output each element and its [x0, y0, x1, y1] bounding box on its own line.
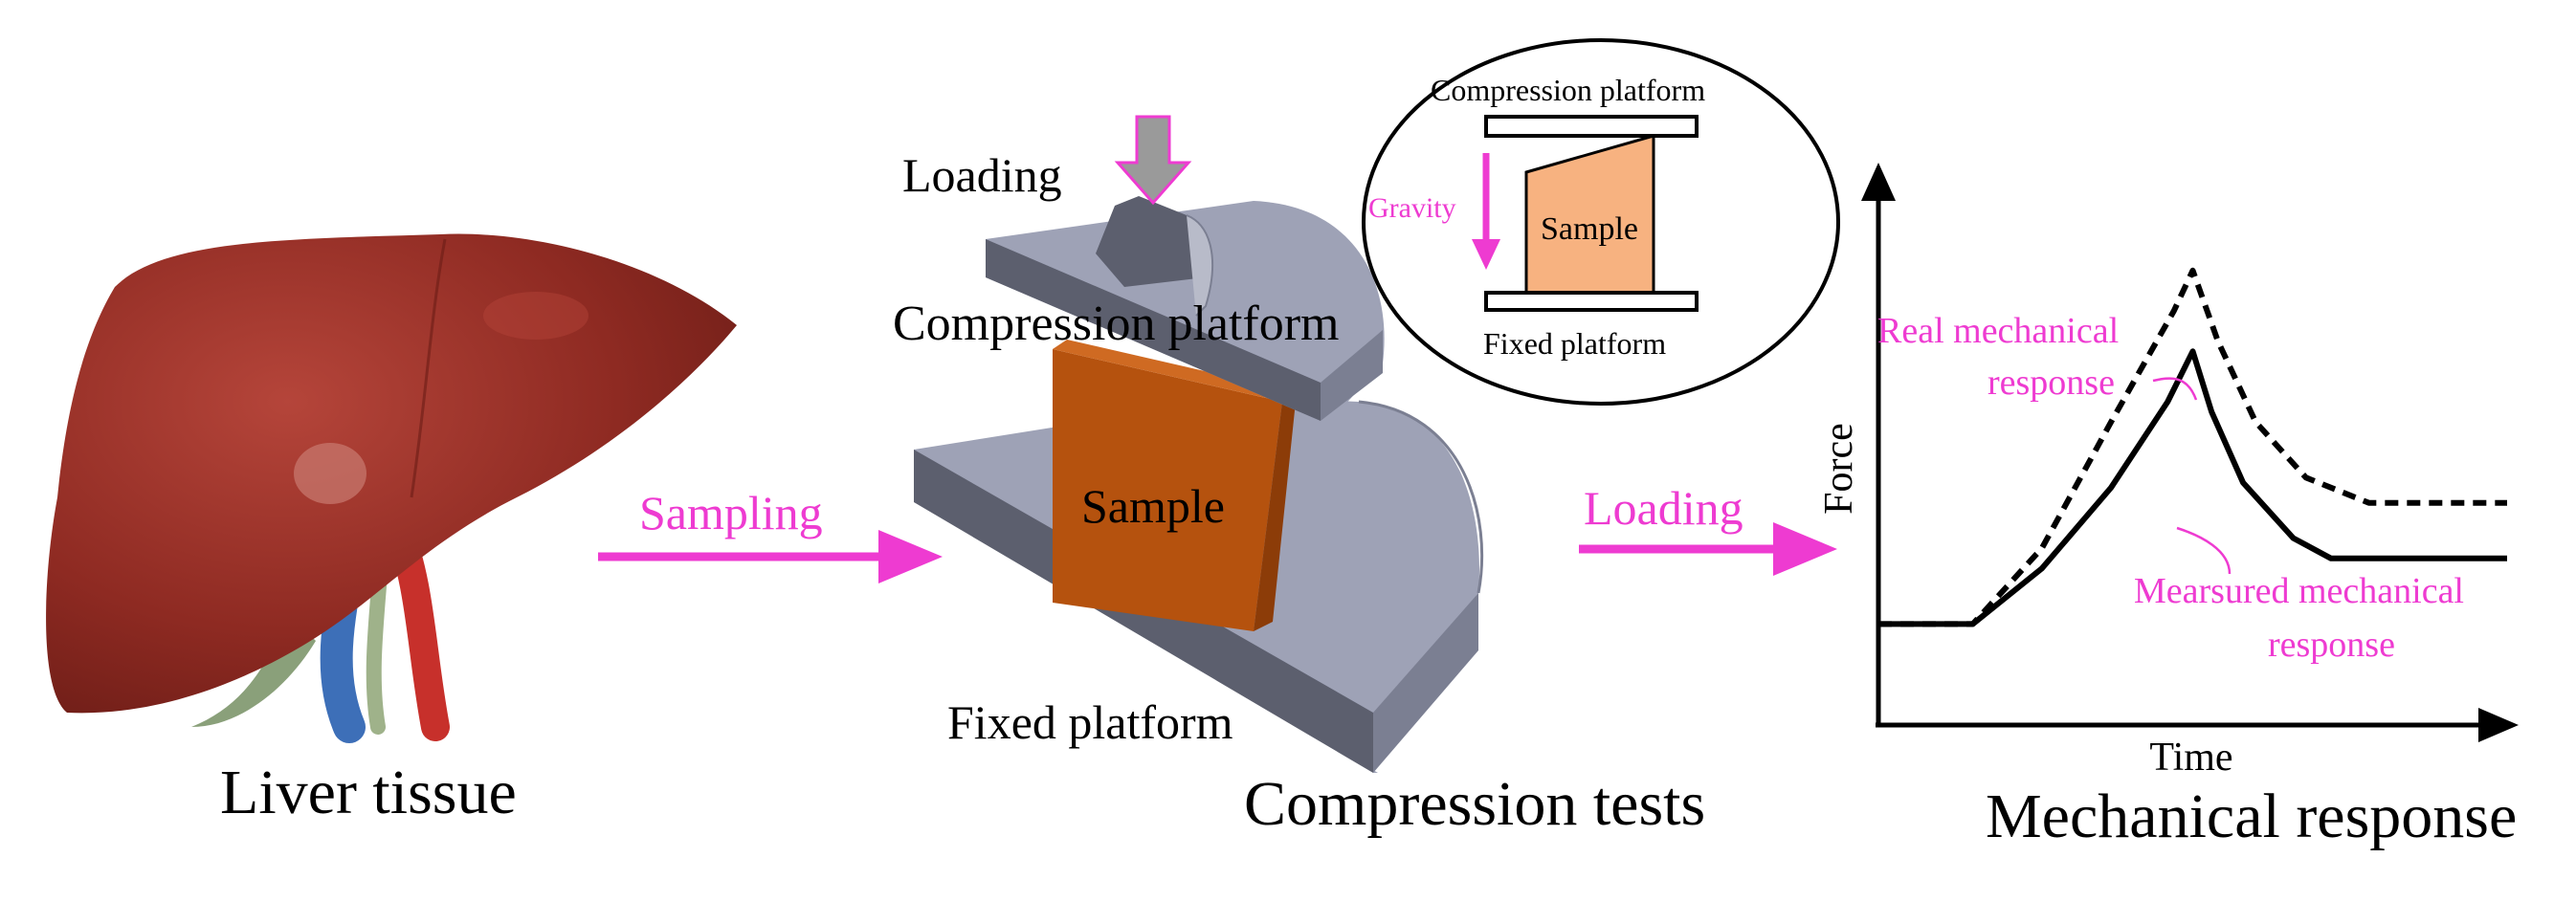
inset-fixed-platform	[1484, 291, 1699, 312]
x-axis-label: Time	[2149, 736, 2232, 780]
sampling-label: Sampling	[639, 486, 823, 539]
compression-caption: Compression tests	[1244, 769, 1705, 839]
compression-platform-label: Compression platform	[893, 297, 1340, 351]
fixed-platform-label: Fixed platform	[947, 695, 1233, 749]
y-axis-label: Force	[1817, 423, 1861, 515]
x-axis-arrowhead	[2478, 708, 2519, 742]
liver-highlight	[294, 443, 366, 504]
inset-fixed-platform-label: Fixed platform	[1483, 326, 1666, 361]
inset-sample-label: Sample	[1541, 211, 1638, 247]
measured-response-label-line2: response	[2268, 625, 2395, 665]
sample-3d-label: Sample	[1081, 479, 1225, 533]
loading-top-label: Loading	[902, 148, 1062, 202]
real-response-label-line1: Real mechanical	[1877, 311, 2119, 351]
series-layer	[1878, 267, 2507, 627]
measured-response-curve	[1878, 348, 2507, 627]
liver-lobe-divide	[410, 238, 447, 498]
real-response-leader	[2152, 377, 2198, 401]
gravity-arrow	[1472, 153, 1500, 270]
liver-illustration	[46, 233, 737, 743]
liver-caption: Liver tissue	[220, 758, 517, 827]
y-axis-arrowhead	[1861, 163, 1896, 201]
inset-compression-platform-label: Compression platform	[1431, 73, 1705, 107]
loading-arrow-label: Loading	[1584, 481, 1743, 535]
liver-body	[46, 233, 737, 714]
measured-response-label-line1: Mearsured mechanical	[2134, 571, 2464, 611]
loading-down-arrow	[1114, 115, 1192, 206]
liver-highlight-2	[483, 292, 588, 340]
response-caption: Mechanical response	[1986, 781, 2517, 851]
sampling-arrow	[598, 530, 943, 583]
sample-3d	[1053, 340, 1297, 631]
loading-arrow	[1579, 522, 1837, 576]
chart-area: Force Time Real mechanical response Mear…	[1817, 163, 2519, 780]
compression-platform-3d	[986, 196, 1385, 421]
real-response-label-line2: response	[1988, 363, 2115, 403]
inset-compression-platform	[1484, 115, 1699, 138]
real-response-curve	[1878, 267, 2507, 627]
measured-response-leader	[2176, 526, 2232, 575]
inset-gravity-label: Gravity	[1368, 192, 1456, 224]
inset-diagram: Compression platform Sample Fixed platfo…	[1362, 38, 1840, 406]
